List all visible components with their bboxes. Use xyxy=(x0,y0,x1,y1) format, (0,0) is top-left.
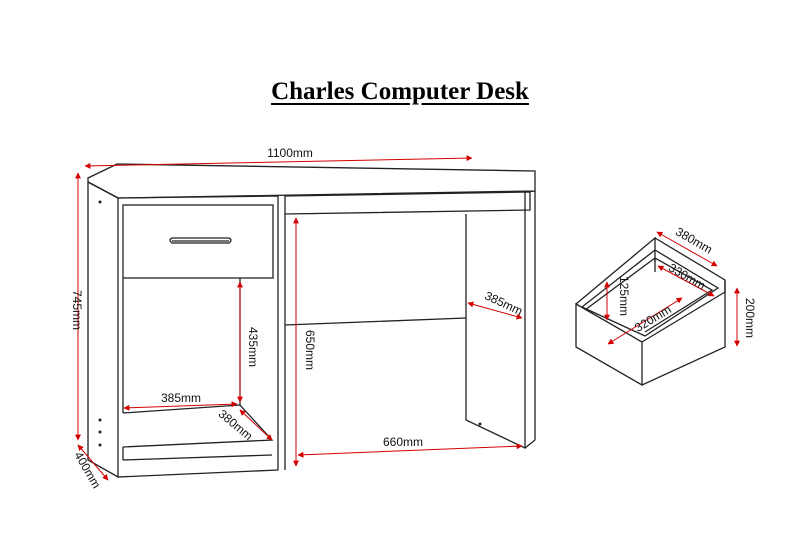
width-label: 1100mm xyxy=(267,146,313,160)
knee-depth-dimension-line xyxy=(467,301,523,320)
drawer-inner-width-dimension-line xyxy=(657,265,715,297)
depth-label: 400mm xyxy=(71,449,103,491)
shelf-depth-label: 380mm xyxy=(216,407,256,443)
drawer-width-dimension-line xyxy=(656,231,718,267)
shelf-width-dimension-line xyxy=(123,401,238,411)
diagram-title: Charles Computer Desk xyxy=(271,78,529,105)
desk-outline xyxy=(87,163,536,479)
knee-width-dimension-line xyxy=(297,443,523,458)
knee-depth-label: 385mm xyxy=(483,289,525,319)
drawer-inner-height-label: 125mm xyxy=(617,276,631,316)
drawer-inner-depth-dimension-line xyxy=(607,297,683,345)
depth-dimension-line xyxy=(77,444,109,481)
cupboard-height-label: 435mm xyxy=(246,327,260,367)
drawer-dimensions: 380mm 200mm 330mm 320mm 125mm xyxy=(604,224,757,347)
width-dimension-line xyxy=(84,155,473,169)
shelf-width-label: 385mm xyxy=(161,391,201,405)
drawer-width-label: 380mm xyxy=(673,224,715,256)
knee-height-label: 650mm xyxy=(303,330,317,370)
height-label: 745mm xyxy=(70,290,84,330)
knee-width-label: 660mm xyxy=(383,435,423,449)
shelf-depth-dimension-line xyxy=(239,409,273,441)
drawer-height-label: 200mm xyxy=(743,298,757,338)
